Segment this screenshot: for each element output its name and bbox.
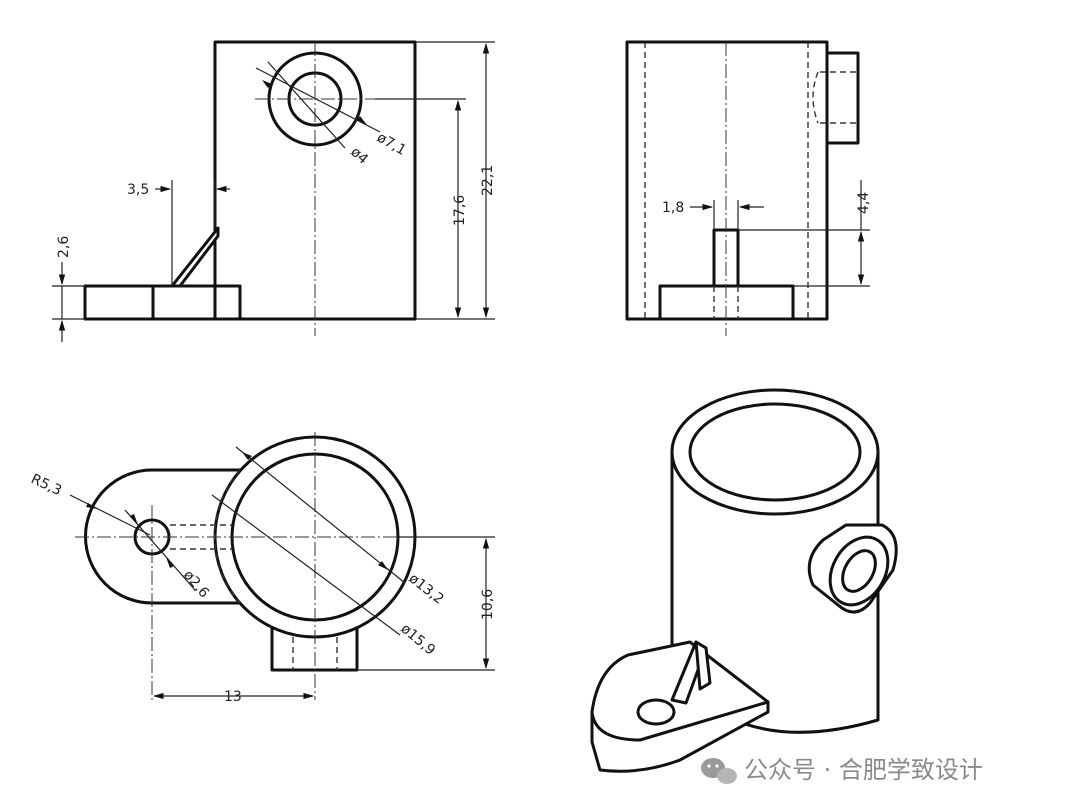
isometric-view — [590, 388, 898, 773]
front-view: ø7,1 ø4 22,1 17,6 3,5 2,6 — [52, 40, 496, 342]
dim-diameter-2-6: ø2,6 — [180, 567, 212, 601]
top-view: R5,3 ø2,6 ø13,2 ø15,9 10,6 13 — [28, 432, 496, 705]
dim-diameter-15-9: ø15,9 — [397, 621, 438, 659]
dim-diameter-7-1: ø7,1 — [374, 130, 409, 159]
dim-diameter-13-2: ø13,2 — [406, 571, 447, 608]
dim-height-2-6: 2,6 — [56, 236, 72, 258]
watermark: 公众号 · 合肥学致设计 — [701, 756, 983, 784]
dim-width-13: 13 — [224, 689, 242, 705]
dim-width-3-5: 3,5 — [127, 182, 149, 198]
dim-diameter-4: ø4 — [347, 144, 371, 168]
dim-height-4-4: 4,4 — [856, 192, 872, 214]
wechat-icon — [701, 758, 737, 784]
dim-height-10-6: 10,6 — [480, 589, 496, 620]
dim-height-17-6: 17,6 — [452, 195, 468, 226]
dim-height-22-1: 22,1 — [480, 165, 496, 196]
side-view: 1,8 4,4 — [625, 40, 872, 336]
dim-width-1-8: 1,8 — [662, 200, 684, 216]
watermark-text: 公众号 · 合肥学致设计 — [744, 756, 983, 784]
dim-radius-5-3: R5,3 — [28, 471, 64, 499]
